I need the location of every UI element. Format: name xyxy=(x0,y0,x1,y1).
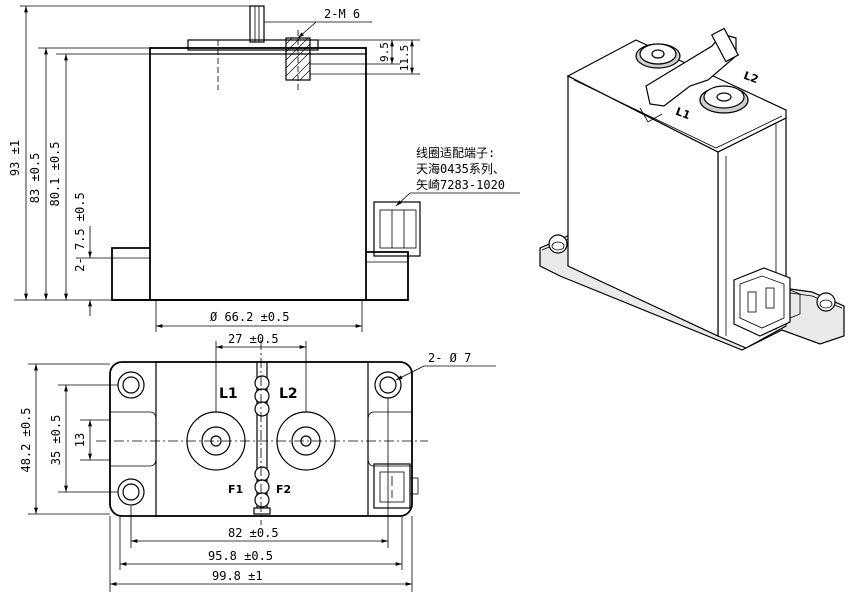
iso-terminal-L1 xyxy=(699,85,749,114)
mount-hole-bottom-left xyxy=(117,478,145,506)
plan-coil-connector xyxy=(373,463,419,509)
dim-hole-pitch-v: 35 ±0.5 xyxy=(49,415,63,466)
dim-height-top: 80.1 ±0.5 xyxy=(48,141,62,206)
dim-thread-spec: 2-M 6 xyxy=(324,7,360,21)
dim-hole-pitch-h: 82 ±0.5 xyxy=(228,526,279,540)
iso-label-L1: L1 xyxy=(674,105,692,122)
note-line-3: 矢崎7283-1020 xyxy=(416,178,505,192)
dim-stud-height-1: 9.5 xyxy=(378,42,391,62)
dim-height-overall: 93 ±1 xyxy=(8,140,22,176)
dim-mount-hole: 2- Ø 7 xyxy=(428,351,471,365)
front-view xyxy=(111,5,421,301)
dim-width-overall: 99.8 ±1 xyxy=(212,569,263,583)
center-barrier xyxy=(253,362,271,515)
front-top-cap xyxy=(187,39,319,51)
dim-body-diameter: Ø 66.2 ±0.5 xyxy=(210,310,289,324)
dim-center-offset: 13 xyxy=(73,433,87,447)
iso-coil-connector xyxy=(733,267,801,337)
front-stud-left xyxy=(249,5,265,43)
label-F2: F2 xyxy=(276,483,291,496)
note-line-2: 天海0435系列、 xyxy=(416,161,505,176)
note-line-1: 线圈适配端子: xyxy=(416,146,495,160)
isometric-view: L2 L1 xyxy=(539,27,845,351)
front-flange-right xyxy=(366,251,409,301)
label-L2: L2 xyxy=(279,386,298,402)
front-flange-left xyxy=(111,247,150,301)
iso-terminal-L2 xyxy=(635,43,681,69)
dim-terminal-spacing: 27 ±0.5 xyxy=(228,332,279,346)
dim-height-body: 83 ±0.5 xyxy=(28,153,42,204)
dim-depth-overall: 48.2 ±0.5 xyxy=(19,407,33,472)
dim-stud-height-2: 11.5 xyxy=(398,45,411,72)
label-F1: F1 xyxy=(228,483,243,496)
front-body xyxy=(149,47,367,301)
mount-hole-top-left xyxy=(117,371,145,399)
dim-flange-thickness: 2- 7.5 ±0.5 xyxy=(73,192,87,271)
iso-label-L2: L2 xyxy=(742,69,760,86)
plan-dimensions: 27 ±0.5 2- Ø 7 48.2 ±0.5 35 ±0.5 13 82 ±… xyxy=(19,332,496,592)
coil-terminal-note: 线圈适配端子: 天海0435系列、 矢崎7283-1020 xyxy=(395,146,520,207)
dim-flange-width: 95.8 ±0.5 xyxy=(208,549,273,563)
mount-hole-top-right xyxy=(374,371,402,399)
plan-view: L1 L2 F1 F2 xyxy=(96,340,428,525)
front-dimensions: 93 ±1 83 ±0.5 80.1 ±0.5 2- 7.5 ±0.5 2-M … xyxy=(8,5,420,332)
label-L1: L1 xyxy=(219,386,238,402)
